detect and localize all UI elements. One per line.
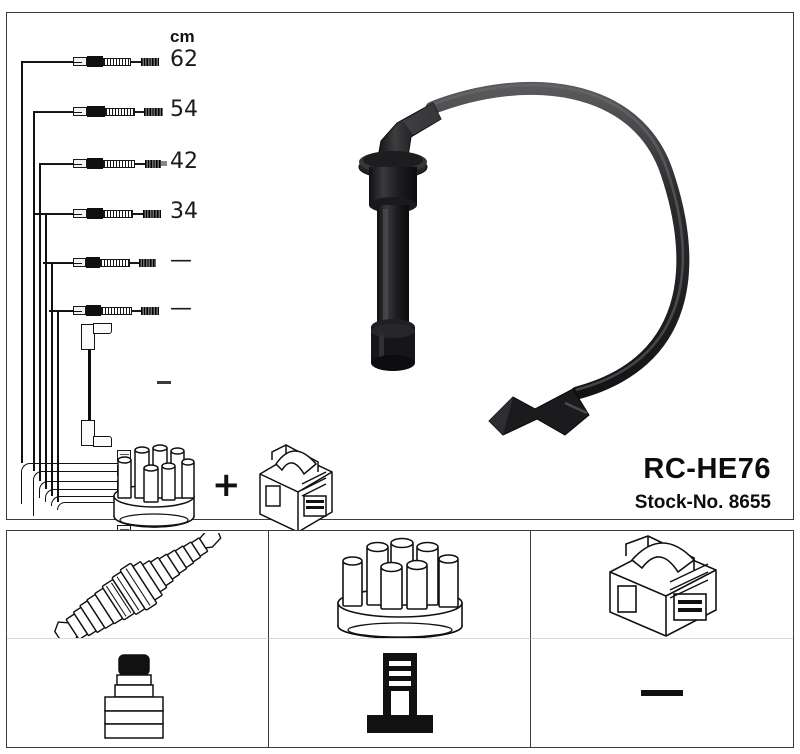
product-photo (337, 63, 717, 453)
stock-number: Stock-No. 8655 (634, 492, 771, 513)
length-value-3: 42 (170, 149, 198, 174)
distributor-cap-icon (113, 444, 195, 528)
coil-lead-arm-top (93, 323, 112, 334)
type-code: RC-HE76 (643, 453, 771, 485)
grid-cell-spark-plug (7, 531, 269, 639)
grid-cell-rubber-boot (7, 639, 269, 747)
product-identification: RC-HE76 Stock-No. 8655 (635, 453, 771, 514)
distributor-cap-icon (336, 537, 463, 638)
spark-plug-boot (358, 102, 442, 371)
grid-cell-distributor-cap (269, 531, 531, 639)
rubber-boot-icon (103, 654, 164, 739)
dash-mark (641, 690, 683, 696)
coil-lead-arm-bottom (93, 436, 112, 447)
length-value-6: — (170, 296, 192, 321)
included-parts-row: + (102, 438, 362, 533)
plus-symbol: + (212, 465, 241, 505)
terminal-connector-icon (366, 653, 433, 733)
component-grid (6, 530, 794, 748)
grid-cell-terminal-connector (269, 639, 531, 747)
spark-plug-icon (53, 533, 222, 638)
ignition-coil-icon (259, 444, 333, 533)
coil-lead-drawing (67, 318, 187, 453)
coil-lead-boot-top (81, 324, 95, 350)
top-illustration-panel: cm 62 (6, 12, 794, 536)
unit-header-cm: cm (170, 27, 195, 46)
length-value-5: — (170, 248, 192, 273)
length-value-1: 62 (170, 47, 198, 72)
grid-cell-not-applicable (531, 639, 793, 747)
coil-lead-boot-bottom (81, 420, 95, 446)
ignition-coil-icon (609, 535, 717, 637)
length-value-2: 54 (170, 97, 198, 122)
length-value-4: 34 (170, 199, 198, 224)
coil-lead-wire (88, 348, 91, 423)
grid-cell-ignition-coil (531, 531, 793, 639)
coil-end-connector (488, 388, 590, 436)
coil-lead-length-dash (157, 381, 171, 384)
